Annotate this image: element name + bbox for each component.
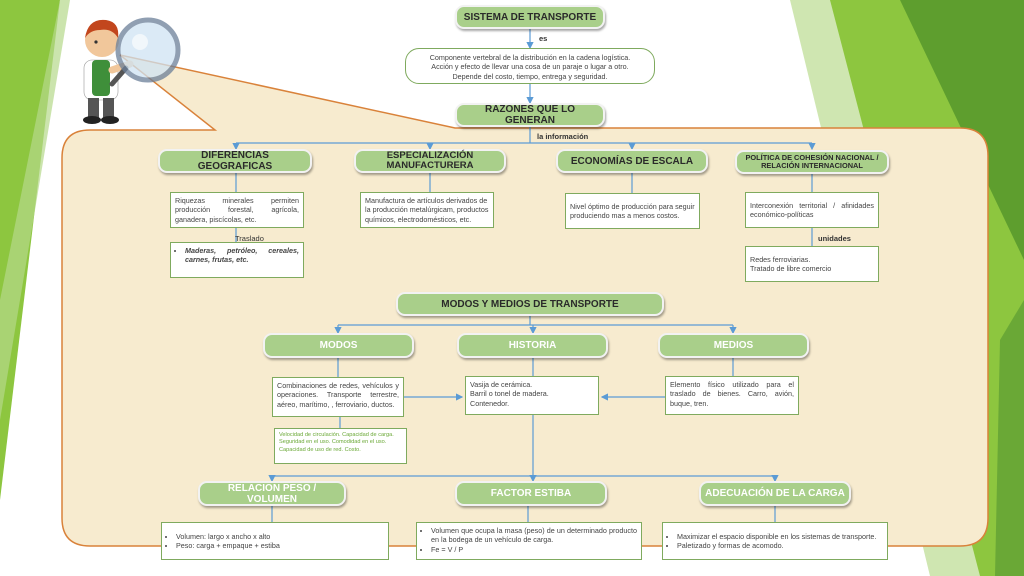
- historia-3: Contenedor.: [470, 398, 510, 408]
- reason-geograficas-title: DIFERENCIAS GEOGRAFICAS: [158, 149, 312, 173]
- definition-line-2: Acción y efecto de llevar una cosa de un…: [431, 62, 629, 72]
- peso-volumen-item-1: Volumen: largo x ancho x alto: [176, 532, 384, 541]
- peso-volumen-title: RELACION PESO / VOLUMEN: [198, 481, 346, 506]
- link-label-traslado: Traslado: [235, 234, 264, 243]
- reason-escala-title: ECONOMÍAS DE ESCALA: [556, 149, 708, 173]
- historia-title: HISTORIA: [457, 333, 608, 358]
- definition-line-1: Componente vertebral de la distribución …: [429, 53, 631, 62]
- peso-volumen-box: Volumen: largo x ancho x alto Peso: carg…: [161, 522, 389, 560]
- medios-title: MEDIOS: [658, 333, 809, 358]
- politica-sub-1: Redes ferroviarias.: [750, 255, 811, 264]
- right-dark-band-2: [995, 300, 1024, 576]
- historia-text: Vasija de cerámica. Barril o tonel de ma…: [465, 376, 599, 415]
- link-label-unidades: unidades: [818, 234, 851, 243]
- left-green-stripe: [0, 0, 70, 420]
- link-label-es: es: [539, 34, 548, 43]
- reason-politica-text: Interconexión territorial / afinidades e…: [745, 192, 879, 228]
- magnifier-man-icon: [72, 12, 192, 127]
- peso-volumen-item-2: Peso: carga + empaque + estiba: [176, 541, 384, 550]
- reason-geograficas-sub: Maderas, petróleo, cereales, carnes, fru…: [170, 242, 304, 278]
- factor-estiba-box: Volumen que ocupa la masa (peso) de un d…: [416, 522, 642, 560]
- title-modos-medios: MODOS Y MEDIOS DE TRANSPORTE: [396, 292, 664, 316]
- adecuacion-item-2: Paletizado y formas de acomodo.: [677, 541, 883, 550]
- modos-sub-2: Seguridad en el uso. Comodidad en el uso…: [279, 439, 387, 446]
- reason-manufacturera-title: ESPECIALIZACIÓN MANUFACTURERA: [354, 149, 506, 173]
- factor-estiba-item-1: Volumen que ocupa la masa (peso) de un d…: [431, 526, 637, 545]
- definition-line-3: Depende del costo, tiempo, entrega y seg…: [452, 71, 608, 81]
- reason-manufacturera-text: Manufactura de artículos derivados de la…: [360, 192, 494, 228]
- modos-sub-3: Capacidad de uso de red. Costo.: [279, 446, 361, 453]
- modos-title: MODOS: [263, 333, 414, 358]
- historia-2: Barril o tonel de madera.: [470, 389, 549, 399]
- adecuacion-item-1: Maximizar el espacio disponible en los s…: [677, 532, 883, 541]
- factor-estiba-item-2: Fe = V / P: [431, 545, 637, 554]
- link-label-informacion: la información: [537, 132, 589, 141]
- title-razones: RAZONES QUE LO GENERAN: [455, 103, 605, 127]
- reason-politica-sub: Redes ferroviarias. Tratado de libre com…: [745, 246, 879, 282]
- adecuacion-carga-title: ADECUACIÓN DE LA CARGA: [699, 481, 851, 506]
- reason-escala-text: Nivel óptimo de producción para seguir p…: [565, 193, 700, 229]
- modos-text: Combinaciones de redes, vehículos y oper…: [272, 377, 404, 417]
- title-sistema-transporte: SISTEMA DE TRANSPORTE: [455, 5, 605, 29]
- historia-1: Vasija de cerámica.: [470, 380, 533, 389]
- geograficas-sub-item: Maderas, petróleo, cereales, carnes, fru…: [185, 246, 299, 265]
- definition-box: Componente vertebral de la distribución …: [405, 48, 655, 84]
- politica-sub-2: Tratado de libre comercio: [750, 264, 832, 274]
- factor-estiba-title: FACTOR ESTIBA: [455, 481, 607, 506]
- medios-text: Elemento físico utilizado para el trasla…: [665, 376, 799, 415]
- reason-politica-title: POLÍTICA DE COHESIÓN NACIONAL / RELACIÓN…: [735, 150, 889, 174]
- modos-sub: Velocidad de circulación. Capacidad de c…: [274, 428, 407, 464]
- reason-geograficas-text: Riquezas minerales permiten producción f…: [170, 192, 304, 228]
- adecuacion-carga-box: Maximizar el espacio disponible en los s…: [662, 522, 888, 560]
- modos-sub-1: Velocidad de circulación. Capacidad de c…: [279, 432, 394, 438]
